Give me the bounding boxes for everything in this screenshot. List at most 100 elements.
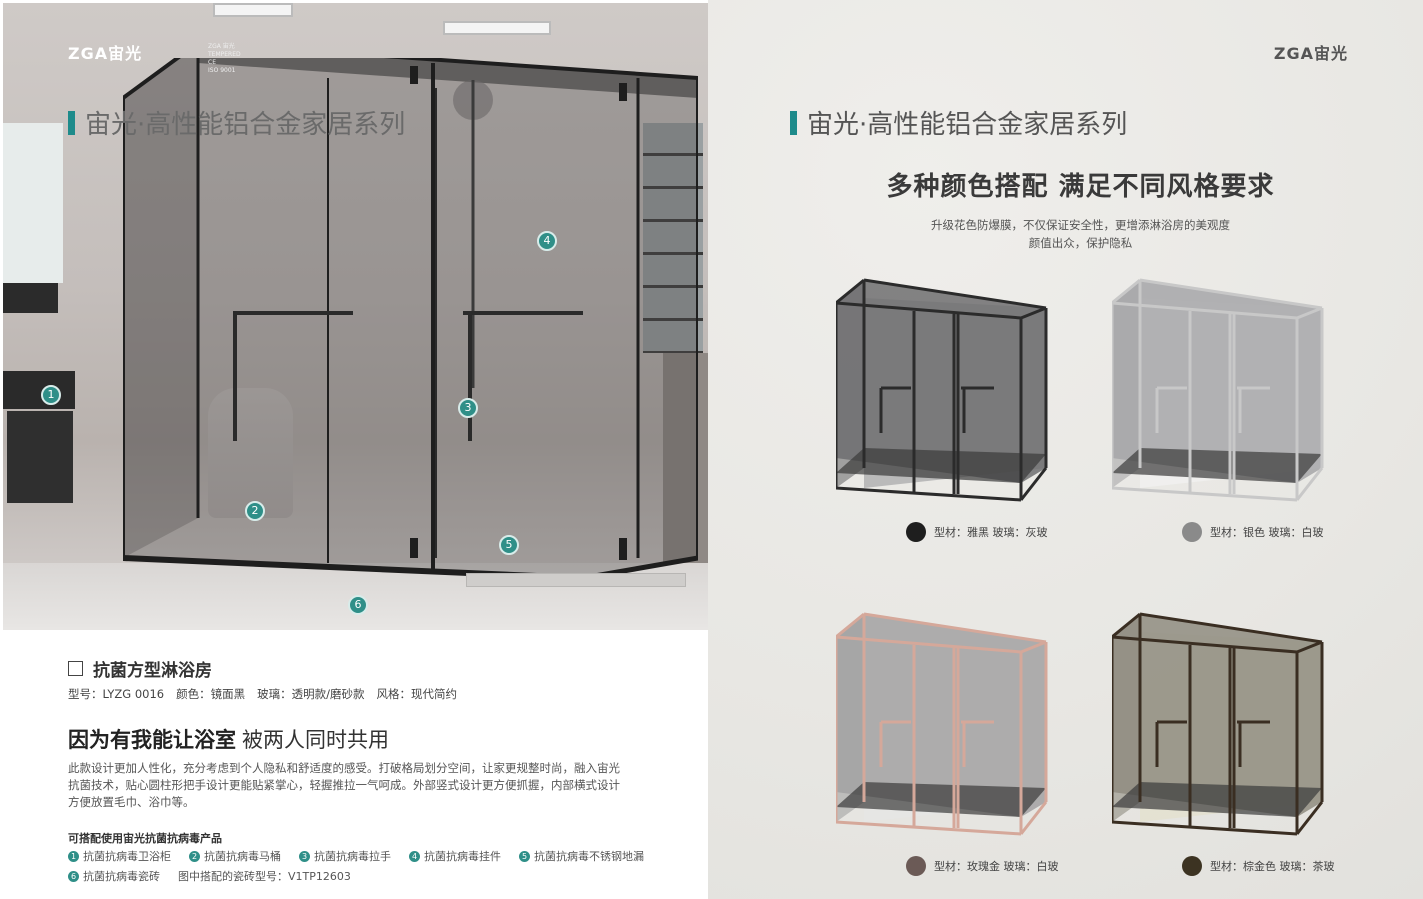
door-handle-vertical <box>468 311 472 441</box>
variant-caption: 型材：棕金色 玻璃：茶玻 <box>1112 856 1342 876</box>
enclosure-frame <box>836 635 1022 654</box>
related-products-title: 可搭配使用宙光抗菌抗病毒产品 <box>68 832 222 845</box>
color-variant: 型材：雅黑 玻璃：灰玻 <box>836 278 1066 542</box>
marker-6: 6 <box>348 595 368 615</box>
marker-1: 1 <box>41 385 61 405</box>
tile-model-note: 图中搭配的瓷砖型号：V1TP12603 <box>178 870 351 883</box>
headline-strong: 因为有我能让浴室 <box>68 728 236 752</box>
enclosure-glass <box>836 280 1046 483</box>
enclosure-frame <box>1112 486 1298 502</box>
product-name: 抗菌方型淋浴房 <box>68 656 212 681</box>
shower-variant-image <box>836 612 1048 836</box>
vanity-top <box>3 371 75 409</box>
enclosure-frame <box>836 820 1022 836</box>
enclosure-side-glass <box>836 280 864 488</box>
vanity-cabinet <box>7 411 73 503</box>
enclosure-frame <box>1020 640 1047 654</box>
color-swatch <box>1182 522 1202 542</box>
enclosure-frame <box>1112 612 1141 639</box>
enclosure-side-glass <box>836 614 864 822</box>
colors-headline: 多种颜色搭配 满足不同风格要求 <box>886 172 1275 202</box>
door-handle-vertical <box>233 311 237 441</box>
enclosure-side-glass <box>1112 280 1140 488</box>
spec-model: 型号：LYZG 0016 <box>68 687 165 701</box>
accent-bar <box>790 110 797 135</box>
shower-variant-image <box>836 278 1048 502</box>
series-title-text: 宙光·高性能铝合金家居系列 <box>85 110 406 140</box>
enclosure-frame <box>1296 640 1323 654</box>
marker-2: 2 <box>245 501 265 521</box>
spec-style: 风格：现代简约 <box>376 687 458 701</box>
door-handle-horizontal <box>233 311 353 315</box>
door-handle-horizontal <box>463 311 583 315</box>
marker-5: 5 <box>499 535 519 555</box>
series-title: 宙光·高性能铝合金家居系列 <box>790 104 1127 141</box>
enclosure-glass <box>1112 614 1322 817</box>
enclosure-frame <box>836 612 865 639</box>
wall-shelf <box>3 283 58 313</box>
wall-shadow <box>663 353 708 563</box>
window <box>643 123 703 353</box>
color-swatch <box>906 522 926 542</box>
right-page: ZGA宙光 宙光·高性能铝合金家居系列 多种颜色搭配 满足不同风格要求 升级花色… <box>708 0 1423 899</box>
headline-light: 被两人同时共用 <box>242 728 389 752</box>
colors-subline: 颜值出众，保护隐私 <box>1028 236 1133 250</box>
variant-caption: 型材：银色 玻璃：白玻 <box>1112 522 1342 542</box>
enclosure-frame <box>1019 467 1048 501</box>
color-variant: 型材：银色 玻璃：白玻 <box>1112 278 1342 542</box>
enclosure-frame <box>1112 278 1141 305</box>
variant-caption: 型材：雅黑 玻璃：灰玻 <box>836 522 1066 542</box>
color-variant: 型材：棕金色 玻璃：茶玻 <box>1112 612 1342 876</box>
enclosure-frame <box>1020 306 1047 320</box>
enclosure-floor-tray <box>836 782 1046 817</box>
shower-enclosure <box>123 58 698 578</box>
enclosure-frame <box>1019 801 1048 835</box>
enclosure-floor-tray <box>836 448 1046 483</box>
enclosure-frame <box>836 278 865 305</box>
product-specs: 型号：LYZG 0016 颜色：镜面黑 玻璃：透明款/磨砂款 风格：现代简约 <box>68 686 457 702</box>
brand-logo: ZGA宙光 <box>68 44 143 63</box>
color-variant: 型材：玫瑰金 玻璃：白玻 <box>836 612 1066 876</box>
enclosure-glass <box>1112 280 1322 483</box>
product-name-text: 抗菌方型淋浴房 <box>93 661 212 681</box>
enclosure-frame <box>1112 820 1298 836</box>
ceiling-light <box>443 21 551 35</box>
square-icon <box>68 661 83 676</box>
enclosure-frame <box>836 301 1022 320</box>
colors-subline: 升级花色防爆膜，不仅保证安全性，更增添淋浴房的美观度 <box>931 218 1230 232</box>
enclosure-frame <box>1112 301 1298 320</box>
enclosure-floor-tray <box>1112 448 1322 483</box>
ceiling-light <box>213 3 293 17</box>
enclosure-frame <box>1296 306 1323 320</box>
enclosure-frame <box>1139 612 1323 644</box>
bath-mat <box>466 573 686 587</box>
color-swatch <box>1182 856 1202 876</box>
series-title-text: 宙光·高性能铝合金家居系列 <box>807 110 1128 140</box>
enclosure-side-glass <box>1112 614 1140 822</box>
enclosure-frame <box>1295 801 1324 835</box>
glass-certification-label: ZGA 宙光 TEMPERED CE ISO 9001 <box>208 43 241 74</box>
enclosure-frame <box>836 486 1022 502</box>
product-headline: 因为有我能让浴室被两人同时共用 <box>68 724 389 754</box>
enclosure-floor-tray <box>1112 782 1322 817</box>
enclosure-frame <box>863 612 1047 644</box>
spec-glass: 玻璃：透明款/磨砂款 <box>257 687 365 701</box>
enclosure-frame <box>863 278 1047 310</box>
marker-4: 4 <box>537 231 557 251</box>
enclosure-frame <box>1139 278 1323 310</box>
spec-color: 颜色：镜面黑 <box>176 687 246 701</box>
bathroom-scene-image: ZGA 宙光 TEMPERED CE ISO 9001 1 2 3 4 5 6 <box>3 3 708 630</box>
enclosure-glass <box>836 614 1046 817</box>
mirror-cabinet <box>3 123 63 283</box>
marker-3: 3 <box>458 398 478 418</box>
series-title: 宙光·高性能铝合金家居系列 <box>68 104 405 141</box>
left-page: ZGA 宙光 TEMPERED CE ISO 9001 1 2 3 4 5 6 … <box>0 0 708 899</box>
product-description: 此款设计更加人性化，充分考虑到个人隐私和舒适度的感受。打破格局划分空间，让家更规… <box>68 761 620 809</box>
